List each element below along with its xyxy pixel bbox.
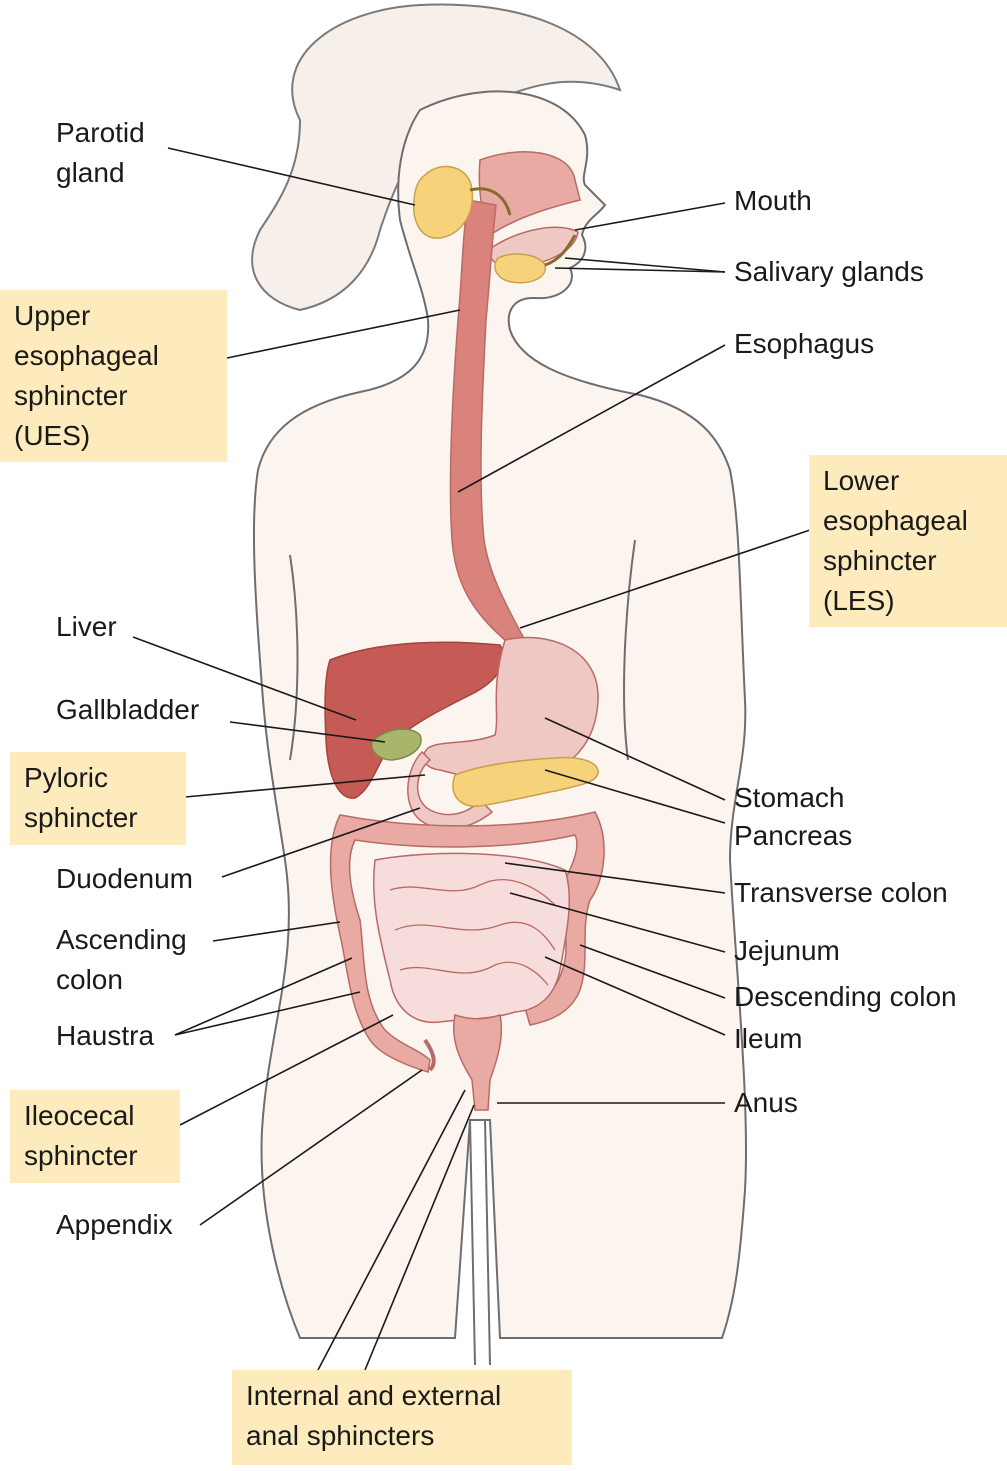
left-arm-line [289,554,299,761]
label-duodenum: Duodenum [56,863,193,894]
sphincter-box-anal: Internal and external anal sphincters [232,1370,572,1465]
appendix-shape [423,1038,436,1072]
label-esophagus: Esophagus [734,328,875,359]
gallbladder-shape [371,728,422,761]
label-ileum: Ileum [734,1023,803,1054]
parotid-duct [469,187,512,216]
salivary-duct [544,234,577,267]
rectum-shape [452,1014,503,1111]
label-descending-colon: Descending colon [734,981,957,1012]
label-gallbladder: Gallbladder [56,694,200,725]
label-anus: Anus [734,1087,798,1118]
sphincter-box-ues: Upper esophageal sphincter (UES) [0,290,227,462]
sphincter-box-pyloric: Pyloric sphincter [10,752,186,845]
pancreas-shape [452,756,599,807]
parotid-gland-shape [412,165,474,239]
label-parotid-gland: Parotid gland [56,117,145,188]
label-jejunum: Jejunum [734,935,840,966]
sphincter-box-les: Lower esophageal sphincter (LES) [809,455,1007,627]
label-mouth: Mouth [734,185,812,216]
intestine-loops [389,879,556,986]
salivary-gland-shape [494,253,546,284]
label-stomach: Stomach [734,782,845,813]
right-arm-line [623,539,636,761]
label-transverse-colon: Transverse colon [734,877,948,908]
sphincter-box-ileocecal: Ileocecal sphincter [10,1090,180,1183]
small-intestine-shape [372,852,570,1024]
label-haustra: Haustra [56,1020,155,1051]
duodenum-shape [407,750,494,830]
label-liver: Liver [56,611,117,642]
label-ascending-colon: Ascending colon [56,924,187,995]
label-salivary-glands: Salivary glands [734,256,924,287]
label-pancreas: Pancreas [734,820,853,851]
label-appendix: Appendix [56,1209,173,1240]
leg-line [469,1119,491,1366]
leader-lines [132,147,811,1371]
